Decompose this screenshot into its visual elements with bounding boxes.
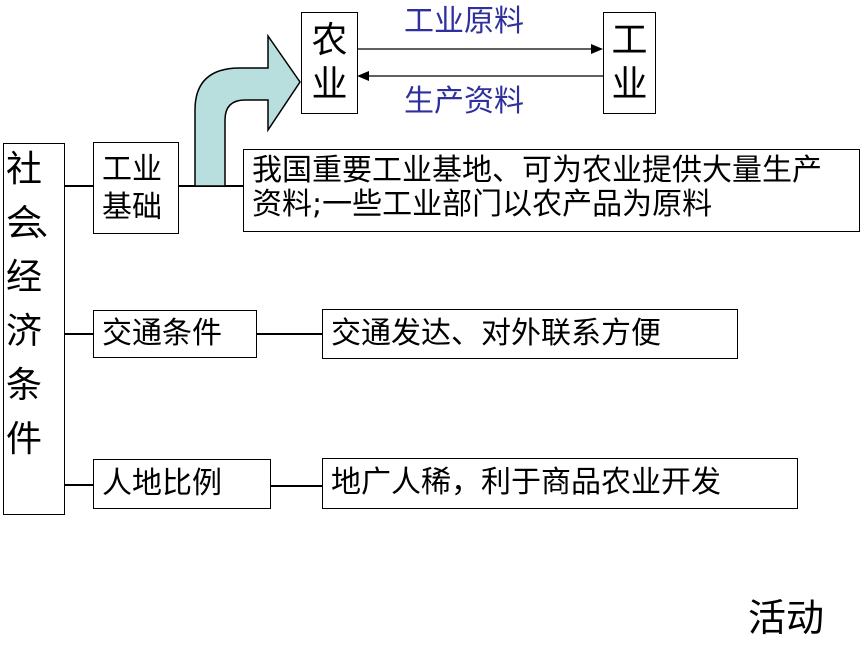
- factor-box-transport: 交通条件: [93, 310, 257, 358]
- social-economic-conditions-box: 社 会 、 经 济 条 件: [3, 143, 69, 515]
- factor-label: 人地比例: [102, 466, 222, 501]
- title-char: 会: [5, 203, 42, 244]
- industry-char: 业: [611, 64, 648, 105]
- agriculture-char: 业: [311, 64, 348, 105]
- connector-line-land: [65, 484, 93, 486]
- industry-char: 工: [611, 20, 648, 61]
- exchange-label-production-materials: 生产资料: [404, 84, 524, 119]
- factor-label-line: 工业: [102, 152, 162, 187]
- factor-desc-transport: 交通发达、对外联系方便: [322, 309, 738, 359]
- activity-label[interactable]: 活动: [748, 596, 825, 640]
- factor-box-industry-base: 工业 基础: [93, 142, 179, 234]
- industry-box: 工 业: [603, 12, 656, 114]
- factor-description: 交通发达、对外联系方便: [331, 316, 661, 351]
- curved-up-right-arrow-icon: [194, 33, 301, 187]
- title-char: 、: [35, 204, 69, 244]
- factor-label-line: 基础: [102, 190, 162, 225]
- title-char: 经: [5, 257, 42, 298]
- connector-line-industry: [65, 185, 93, 187]
- connector-line-transport-desc: [257, 333, 322, 335]
- arrowhead-left-icon: [357, 71, 369, 81]
- factor-description: 我国重要工业基地、可为农业提供大量生产资料;一些工业部门以农产品为原料: [252, 153, 822, 222]
- factor-desc-land-ratio: 地广人稀，利于商品农业开发: [322, 458, 798, 509]
- title-char: 社: [5, 149, 42, 190]
- factor-desc-industry-base: 我国重要工业基地、可为农业提供大量生产资料;一些工业部门以农产品为原料: [243, 149, 860, 232]
- factor-box-land-ratio: 人地比例: [93, 459, 271, 509]
- arrowhead-right-icon: [591, 44, 603, 54]
- title-char: 济: [5, 311, 42, 352]
- title-char: 条: [5, 365, 42, 406]
- agriculture-box: 农 业: [301, 12, 358, 114]
- factor-label: 交通条件: [102, 316, 222, 351]
- title-char: 件: [5, 419, 42, 460]
- connector-line-land-desc: [271, 485, 322, 487]
- factor-description: 地广人稀，利于商品农业开发: [331, 465, 721, 500]
- agriculture-char: 农: [311, 20, 348, 61]
- connector-line-transport: [65, 333, 93, 335]
- exchange-label-raw-materials: 工业原料: [404, 4, 524, 39]
